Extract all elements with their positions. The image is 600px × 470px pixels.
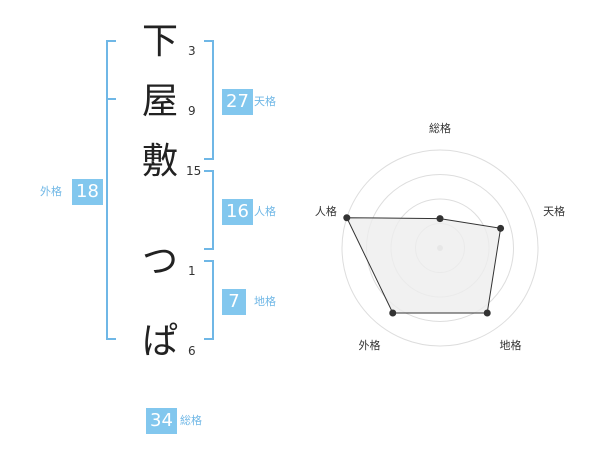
name-char-5: ぱ [141,321,178,362]
radar-axis-label: 地格 [500,338,522,352]
gaikaku-bracket-mid [106,98,116,100]
radar-polygon [345,217,502,314]
radar-center [437,245,443,251]
radar-ring [341,149,539,347]
chikaku-bracket-bottom [204,338,214,340]
jinkaku-label: 人格 [254,205,276,218]
tenkaku-label: 天格 [254,95,276,108]
name-char-3: 敷 [141,141,178,182]
name-char-4: つ [141,241,178,282]
radar-axis-label: 人格 [315,204,337,218]
soukaku-label: 総格 [180,414,202,427]
jinkaku-bracket-vertical [212,170,214,250]
radar-point [389,309,397,317]
stroke-count-2: 9 [188,104,196,118]
radar-point [343,214,351,222]
chikaku-bracket-top [204,260,214,262]
jinkaku-value: 16 [222,199,253,225]
stroke-count-1: 3 [188,44,196,58]
tenkaku-value: 27 [222,89,253,115]
radar-axis-label: 天格 [543,204,565,218]
chikaku-value: 7 [222,289,246,315]
jinkaku-bracket-top [204,170,214,172]
radar-ring [415,223,465,273]
stroke-count-5: 6 [188,344,196,358]
gaikaku-bracket-bottom [106,338,116,340]
tenkaku-bracket-bottom [204,158,214,160]
tenkaku-bracket-top [204,40,214,42]
gaikaku-bracket-top [106,40,116,42]
radar-axis-label: 外格 [358,338,380,352]
stroke-count-3: 15 [186,164,202,178]
radar-point [483,309,491,317]
soukaku-value: 34 [146,408,177,434]
gaikaku-value: 18 [72,179,103,205]
name-char-1: 下 [141,21,178,62]
radar-ring [390,198,490,298]
name-char-2: 屋 [141,81,178,122]
tenkaku-bracket-vertical [212,40,214,160]
chikaku-bracket-vertical [212,260,214,340]
radar-ring [366,174,514,322]
gaikaku-label: 外格 [40,185,62,198]
radar-point [436,215,444,223]
stroke-count-4: 1 [188,264,196,278]
gaikaku-bracket-vertical [106,40,108,340]
radar-axis-label: 総格 [429,121,451,135]
radar-point [497,224,505,232]
chikaku-label: 地格 [254,295,276,308]
jinkaku-bracket-bottom [204,248,214,250]
